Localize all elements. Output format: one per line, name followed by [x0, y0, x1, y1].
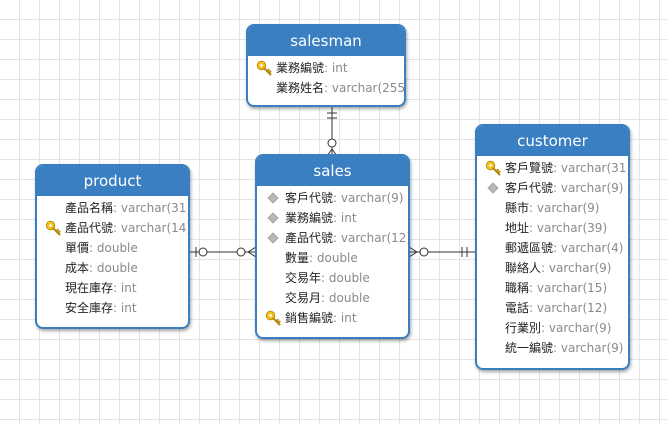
customer-attribute-row[interactable]: 地址: varchar(39) — [477, 218, 628, 238]
attribute-type: : double — [321, 291, 370, 305]
attribute-name: 職稱 — [505, 281, 530, 295]
attribute-name: 交易月 — [285, 291, 322, 305]
attribute-type: : int — [113, 301, 137, 315]
attribute-type: : varchar(14) — [113, 221, 190, 235]
attribute-name: 業務姓名 — [276, 81, 325, 95]
product-attribute-row[interactable]: 產品代號: varchar(14) — [37, 218, 188, 238]
attribute-type: : int — [113, 281, 137, 295]
attribute-type: : varchar(39) — [529, 221, 608, 235]
attribute-type: : int — [324, 61, 348, 75]
sales-attribute-row[interactable]: 數量: double — [257, 248, 408, 268]
salesman-attribute-row[interactable]: 業務編號: int — [248, 58, 404, 78]
salesman-attribute-row[interactable]: 業務姓名: varchar(255) — [248, 78, 404, 98]
foreign-key-diamond-icon — [485, 180, 501, 196]
customer-attribute-row[interactable]: 郵遞區號: varchar(4) — [477, 238, 628, 258]
foreign-key-diamond-icon — [265, 210, 281, 226]
attribute-type: : double — [89, 261, 138, 275]
attribute-name: 成本 — [65, 261, 90, 275]
product-attribute-row[interactable]: 成本: double — [37, 258, 188, 278]
attribute-type: : int — [333, 211, 357, 225]
product-attribute-row[interactable]: 安全庫存: int — [37, 298, 188, 318]
customer-attribute-row[interactable]: 聯絡人: varchar(9) — [477, 258, 628, 278]
product-attribute-row[interactable]: 單價: double — [37, 238, 188, 258]
sales-attribute-row[interactable]: 交易月: double — [257, 288, 408, 308]
primary-key-icon — [256, 60, 272, 76]
attribute-name: 業務編號 — [285, 211, 334, 225]
attribute-type: : varchar(9) — [553, 181, 624, 195]
attribute-name: 統一編號 — [505, 341, 554, 355]
attribute-name: 安全庫存 — [65, 301, 114, 315]
customer-attribute-row[interactable]: 客戶覽號: varchar(31) — [477, 158, 628, 178]
attribute-type: : varchar(31) — [113, 201, 190, 215]
product-attribute-row[interactable]: 產品名稱: varchar(31) — [37, 198, 188, 218]
customer-attribute-row[interactable]: 職稱: varchar(15) — [477, 278, 628, 298]
attribute-name: 客戶代號 — [505, 181, 554, 195]
attribute-type: : double — [309, 251, 358, 265]
attribute-type: : varchar(31) — [553, 161, 630, 175]
foreign-key-diamond-icon — [265, 190, 281, 206]
attribute-name: 行業別 — [505, 321, 542, 335]
customer-entity[interactable]: customer 客戶覽號: varchar(31)客戶代號: varchar(… — [475, 124, 630, 370]
attribute-type: : int — [333, 311, 357, 325]
primary-key-icon — [485, 160, 501, 176]
attribute-type: : double — [89, 241, 138, 255]
attribute-name: 電話 — [505, 301, 530, 315]
product-sales-relationship — [189, 246, 257, 258]
sales-attribute-row[interactable]: 產品代號: varchar(12) — [257, 228, 408, 248]
attribute-type: : varchar(9) — [553, 341, 624, 355]
customer-attribute-row[interactable]: 統一編號: varchar(9) — [477, 338, 628, 358]
customer-attribute-row[interactable]: 行業別: varchar(9) — [477, 318, 628, 338]
attribute-name: 聯絡人 — [505, 261, 542, 275]
attribute-type: : varchar(9) — [541, 321, 612, 335]
attribute-name: 數量 — [285, 251, 310, 265]
foreign-key-diamond-icon — [265, 230, 281, 246]
attribute-type: : varchar(9) — [541, 261, 612, 275]
attribute-type: : varchar(4) — [553, 241, 624, 255]
attribute-type: : varchar(9) — [333, 191, 404, 205]
attribute-name: 地址 — [505, 221, 530, 235]
salesman-title: salesman — [248, 26, 404, 56]
attribute-name: 單價 — [65, 241, 90, 255]
primary-key-icon — [45, 220, 61, 236]
attribute-name: 客戶覽號 — [505, 161, 554, 175]
attribute-type: : varchar(255) — [324, 81, 406, 95]
attribute-type: : varchar(9) — [529, 201, 600, 215]
product-attribute-row[interactable]: 現在庫存: int — [37, 278, 188, 298]
attribute-type: : varchar(15) — [529, 281, 608, 295]
customer-attribute-row[interactable]: 電話: varchar(12) — [477, 298, 628, 318]
attribute-name: 銷售編號 — [285, 311, 334, 325]
sales-attribute-row[interactable]: 銷售編號: int — [257, 308, 408, 328]
customer-attribute-row[interactable]: 客戶代號: varchar(9) — [477, 178, 628, 198]
attribute-name: 產品名稱 — [65, 201, 114, 215]
product-entity[interactable]: product 產品名稱: varchar(31)產品代號: varchar(1… — [35, 164, 190, 329]
customer-attributes: 客戶覽號: varchar(31)客戶代號: varchar(9)縣市: var… — [477, 156, 628, 358]
attribute-type: : varchar(12) — [333, 231, 410, 245]
attribute-name: 客戶代號 — [285, 191, 334, 205]
attribute-name: 縣市 — [505, 201, 530, 215]
attribute-name: 產品代號 — [285, 231, 334, 245]
sales-attribute-row[interactable]: 客戶代號: varchar(9) — [257, 188, 408, 208]
customer-attribute-row[interactable]: 縣市: varchar(9) — [477, 198, 628, 218]
attribute-name: 郵遞區號 — [505, 241, 554, 255]
sales-title: sales — [257, 156, 408, 186]
attribute-name: 產品代號 — [65, 221, 114, 235]
attribute-name: 交易年 — [285, 271, 322, 285]
attribute-type: : double — [321, 271, 370, 285]
sales-attribute-row[interactable]: 業務編號: int — [257, 208, 408, 228]
attribute-type: : varchar(12) — [529, 301, 608, 315]
attribute-name: 現在庫存 — [65, 281, 114, 295]
customer-sales-relationship — [408, 246, 476, 258]
sales-attribute-row[interactable]: 交易年: double — [257, 268, 408, 288]
primary-key-icon — [265, 310, 281, 326]
attribute-name: 業務編號 — [276, 61, 325, 75]
salesman-sales-relationship — [326, 106, 338, 157]
product-title: product — [37, 166, 188, 196]
product-attributes: 產品名稱: varchar(31)產品代號: varchar(14)單價: do… — [37, 196, 188, 318]
customer-title: customer — [477, 126, 628, 156]
